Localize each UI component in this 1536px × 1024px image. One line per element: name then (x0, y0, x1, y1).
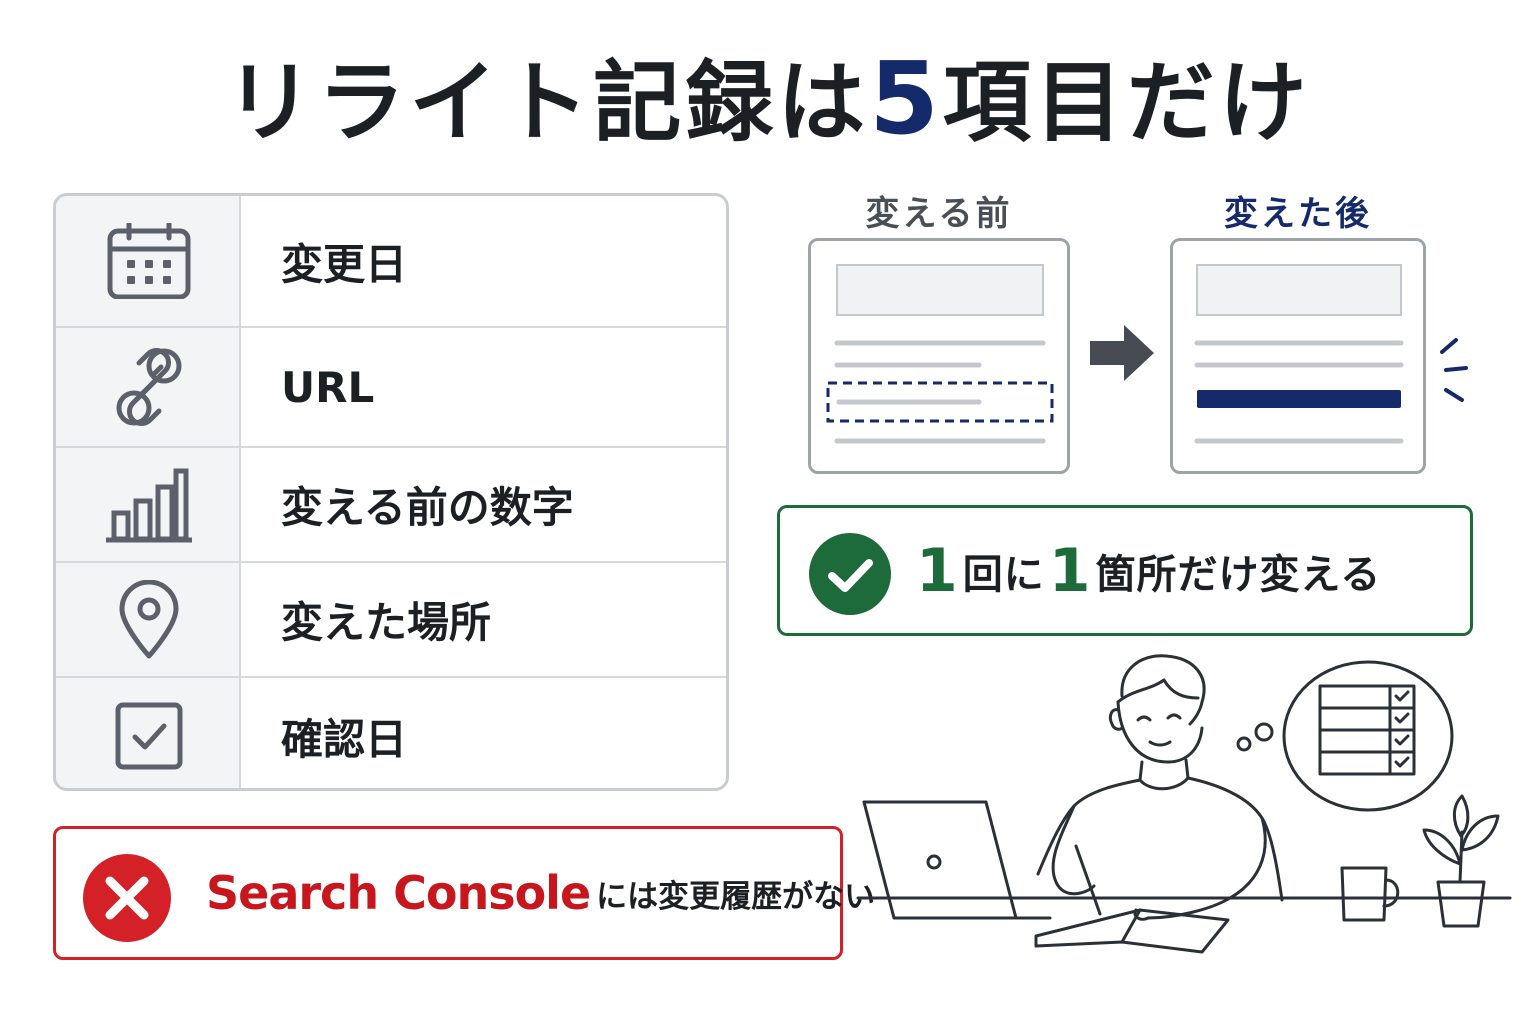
before-document (808, 238, 1070, 474)
item-label-change-date: 変更日 (281, 239, 408, 289)
title-part1: リライト記録は (225, 51, 870, 154)
warning-sub: には変更履歴がない (596, 878, 876, 915)
list-item: 変える前の数字 (56, 448, 726, 561)
rule-text1: 回に (962, 551, 1045, 598)
after-label: 変えた後 (1224, 194, 1372, 234)
person-illustration (850, 650, 1530, 994)
item-label-url: URL (281, 362, 375, 412)
list-item: 変更日 (56, 196, 726, 326)
item-label-before-numbers: 変える前の数字 (281, 483, 574, 532)
row-divider (56, 676, 726, 678)
rule-text2: 箇所だけ変える (1095, 551, 1382, 598)
list-item: 変えた場所 (56, 563, 726, 676)
title-number: 5 (869, 40, 943, 157)
row-divider (56, 561, 726, 563)
arrow-right-icon (1090, 325, 1154, 385)
list-item: URL (56, 328, 726, 446)
list-item: 確認日 (56, 678, 726, 788)
rule-num1: 1 (916, 535, 959, 606)
checkbox-icon (56, 678, 241, 788)
check-circle-icon (808, 532, 892, 620)
warning-main: Search Console (206, 866, 591, 920)
before-label: 変える前 (865, 194, 1013, 234)
title-part2: 項目だけ (942, 51, 1311, 154)
location-pin-icon (56, 563, 241, 676)
notebook-icon (1034, 908, 1230, 954)
row-divider (56, 446, 726, 448)
highlight-spark-icon (1436, 334, 1472, 412)
plant-icon (1436, 880, 1486, 928)
item-label-changed-place: 変えた場所 (281, 598, 492, 647)
row-divider (56, 326, 726, 328)
mug-icon (1340, 866, 1388, 922)
x-circle-icon (82, 853, 172, 947)
bar-chart-icon (56, 448, 241, 561)
link-icon (56, 328, 241, 446)
page-title: リライト記録は5項目だけ (0, 44, 1536, 154)
record-items-list: 変更日 URL (53, 193, 729, 791)
rule-num2: 1 (1048, 535, 1092, 606)
item-label-check-date: 確認日 (281, 714, 408, 764)
calendar-icon (56, 196, 241, 326)
after-document (1170, 238, 1426, 474)
